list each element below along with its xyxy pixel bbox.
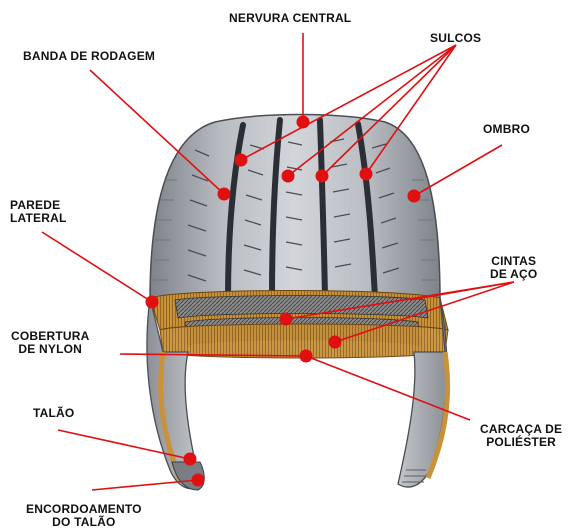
label-banda-de-rodagem: BANDA DE RODAGEM	[23, 50, 155, 63]
label-cobertura-de-nylon: COBERTURA DE NYLON	[11, 330, 89, 356]
label-nervura-central: NERVURA CENTRAL	[229, 12, 351, 25]
tire-body	[147, 115, 448, 491]
label-encordoamento-do-talao: ENCORDOAMENTO DO TALÃO	[26, 503, 142, 529]
label-parede-lateral: PAREDE LATERAL	[10, 199, 67, 225]
label-talao: TALÃO	[33, 407, 74, 420]
label-carcaca-de-poliester: CARCAÇA DE POLIÉSTER	[480, 423, 562, 449]
label-sulcos: SULCOS	[430, 32, 481, 45]
label-ombro: OMBRO	[483, 123, 530, 136]
tread-surface	[150, 115, 440, 301]
label-cintas-de-aco: CINTAS DE AÇO	[490, 255, 537, 281]
